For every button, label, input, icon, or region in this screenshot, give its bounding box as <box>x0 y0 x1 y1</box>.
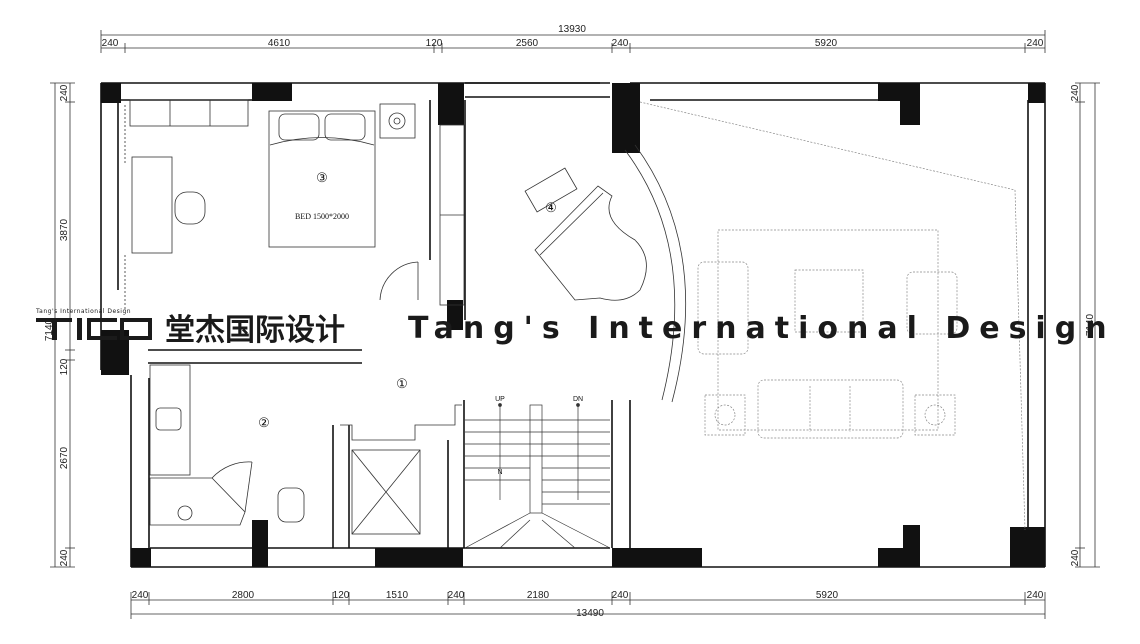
piano-area <box>524 144 687 403</box>
watermark-logo <box>36 318 152 340</box>
top-dim-4: 2560 <box>516 38 539 49</box>
watermark-english: Tang's International Design <box>408 311 1116 346</box>
bottom-dimensions <box>130 592 1046 619</box>
bed-label: BED 1500*2000 <box>295 212 349 221</box>
bathroom <box>149 364 305 526</box>
left-dim-2: 3870 <box>59 218 70 241</box>
right-dim-2: 7140 <box>1085 313 1096 336</box>
watermark-tiny-text: Tang's International Design <box>35 308 131 315</box>
bottom-dim-8: 5920 <box>816 590 839 601</box>
bedroom <box>124 99 465 310</box>
columns <box>101 83 1045 567</box>
room-1-label: ① <box>396 376 408 391</box>
left-dim-5: 240 <box>59 549 70 566</box>
top-total-dimension: 13930 <box>558 24 586 35</box>
top-dimensions <box>100 30 1046 53</box>
left-dim-3: 120 <box>59 358 70 375</box>
right-dimensions <box>1075 82 1100 568</box>
left-dim-4: 2670 <box>59 446 70 469</box>
left-total-dimension: 7140 <box>44 318 55 341</box>
bottom-total-dimension: 13490 <box>576 608 604 619</box>
stairs-down-label: DN <box>573 396 583 403</box>
bottom-dim-5: 240 <box>448 590 465 601</box>
bottom-dim-9: 240 <box>1027 590 1044 601</box>
top-dim-7: 240 <box>1027 38 1044 49</box>
watermark-chinese: 堂杰国际设计 <box>165 313 345 348</box>
stairs-up-label: UP <box>495 396 505 403</box>
top-dim-3: 120 <box>426 38 443 49</box>
top-dim-5: 240 <box>612 38 629 49</box>
bottom-dim-3: 120 <box>333 590 350 601</box>
watermark: Tang's International Design 堂杰国际设计 Tang'… <box>35 308 1116 348</box>
bottom-dim-1: 240 <box>132 590 149 601</box>
north-label: N <box>497 469 502 476</box>
staircase <box>464 403 611 549</box>
bottom-dim-6: 2180 <box>527 590 550 601</box>
bottom-dim-4: 1510 <box>386 590 409 601</box>
room-3-label: ③ <box>316 170 328 185</box>
walls <box>100 82 1046 568</box>
right-dim-3: 240 <box>1070 549 1081 566</box>
living-room <box>639 101 1026 531</box>
top-dim-1: 240 <box>102 38 119 49</box>
elevator-shaft <box>340 404 462 535</box>
room-4-label: ④ <box>545 200 557 215</box>
bottom-dim-2: 2800 <box>232 590 255 601</box>
top-dim-2: 4610 <box>268 38 291 49</box>
right-dim-1: 240 <box>1070 84 1081 101</box>
top-dim-6: 5920 <box>815 38 838 49</box>
bottom-dim-7: 240 <box>612 590 629 601</box>
room-2-label: ② <box>258 415 270 430</box>
left-dim-1: 240 <box>59 84 70 101</box>
